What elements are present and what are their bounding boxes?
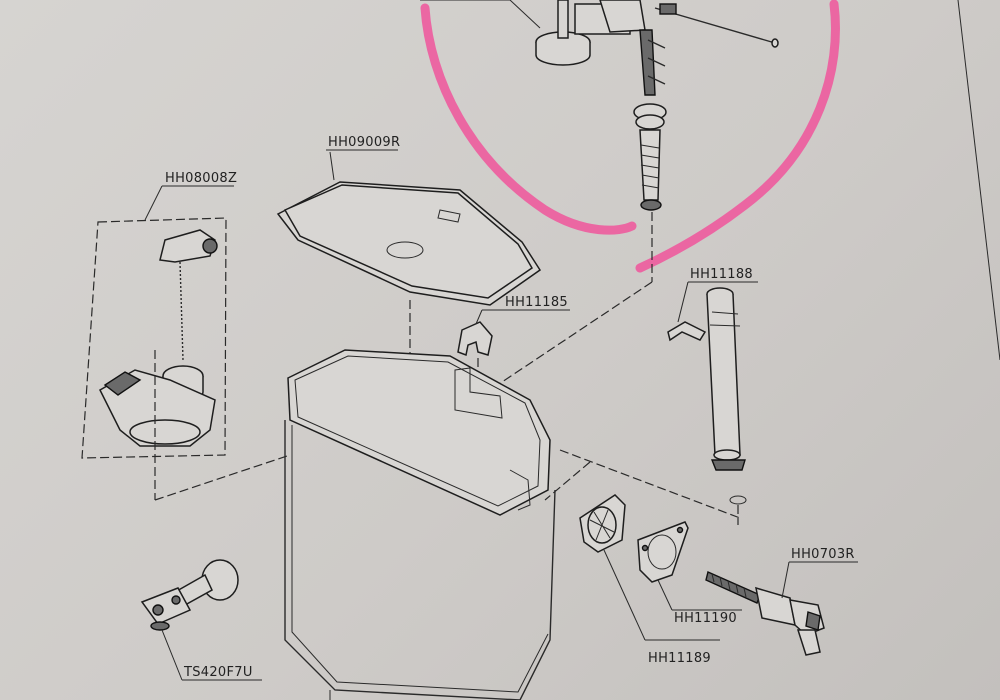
fill-valve-assembly — [81, 217, 291, 501]
tank-body — [284, 349, 556, 700]
flush-lever — [705, 571, 825, 656]
gasket-plate — [637, 521, 689, 583]
label-fill-valve: HH08008Z — [165, 171, 237, 186]
tank-lid — [276, 151, 542, 380]
label-overflow-tube: HH11188 — [690, 267, 753, 282]
pink-highlight-mark — [420, 3, 637, 235]
supply-stop — [140, 559, 239, 631]
label-gasket-plate: HH11190 — [674, 611, 737, 626]
float-valve-top — [420, 0, 779, 211]
label-seal-ring: HH11189 — [648, 651, 711, 666]
label-tank-lid: HH09009R — [328, 135, 400, 150]
seal-ring — [579, 494, 626, 553]
page-edge — [957, 0, 1000, 361]
overflow-tube — [667, 287, 747, 525]
label-supply-stop: TS420F7U — [183, 665, 253, 680]
label-clip: HH11185 — [505, 295, 568, 310]
label-flush-lever: HH0703R — [791, 547, 855, 562]
